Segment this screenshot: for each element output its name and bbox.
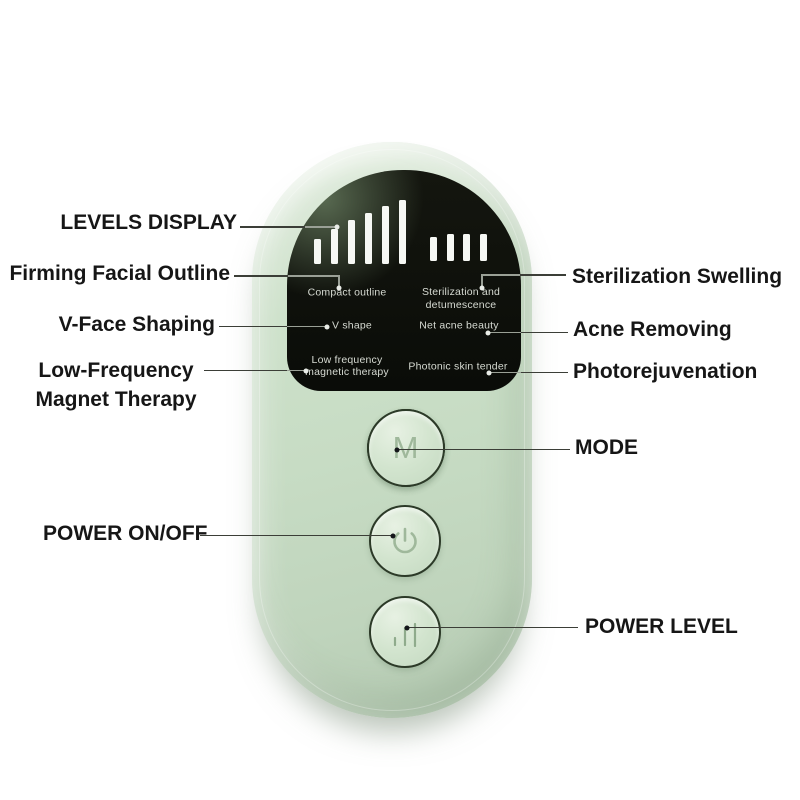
leader-line [305, 226, 337, 228]
leader-line [488, 331, 521, 333]
level-bar [399, 200, 406, 264]
leader-line [240, 226, 305, 228]
level-bar [430, 237, 437, 261]
leader-dot [303, 368, 309, 373]
leader-line [200, 534, 393, 536]
annotation-power-on-off: POWER ON/OFF [43, 522, 208, 545]
level-bar [446, 234, 454, 261]
levels-meter-right [430, 191, 487, 261]
leader-dot [394, 447, 400, 452]
leader-line [287, 369, 306, 371]
leader-line [234, 275, 288, 277]
leader-line [481, 274, 483, 288]
power-level-button[interactable] [369, 596, 441, 668]
level-bar [479, 234, 487, 261]
leader-dot [336, 285, 342, 291]
leader-line [407, 626, 578, 628]
leader-dot [334, 224, 340, 230]
annotation-levels-display: LEVELS DISPLAY [60, 211, 237, 234]
annotation-v-face-shaping: V-Face Shaping [58, 313, 215, 336]
leader-line [397, 448, 570, 450]
leader-dot [404, 625, 410, 630]
power-button[interactable] [369, 505, 441, 577]
leader-line [219, 325, 287, 327]
level-bar [365, 213, 372, 264]
leader-dot [486, 370, 492, 375]
leader-dot [485, 330, 491, 335]
level-bar [348, 220, 355, 264]
screen-feature-net-acne: Net acne beauty [419, 319, 499, 332]
annotation-low-frequency-line2: Magnet Therapy [35, 388, 197, 411]
leader-line [338, 275, 340, 287]
annotation-sterilization-swelling: Sterilization Swelling [572, 265, 783, 288]
levels-meter-left [314, 194, 406, 264]
leader-line [520, 274, 566, 276]
screen-feature-v-shape: V shape [332, 319, 372, 332]
leader-line [287, 325, 327, 327]
level-bar [463, 234, 470, 261]
leader-line [521, 371, 568, 373]
screen-feature-low-frequency: Low frequency magnetic therapy [305, 354, 389, 378]
screen-feature-low-frequency-line2: magnetic therapy [305, 366, 389, 378]
annotation-low-frequency-magnet-therapy: Low-Frequency Magnet Therapy [16, 356, 216, 414]
leader-line [482, 274, 520, 276]
leader-line [288, 275, 339, 277]
leader-dot [390, 533, 396, 538]
leader-line [204, 369, 287, 371]
screen-feature-photonic: Photonic skin tender [408, 360, 508, 373]
leader-line [489, 371, 521, 373]
screen-feature-sterilization-line2: detumescence [425, 299, 497, 311]
mode-button[interactable]: M [367, 409, 445, 487]
annotation-mode: MODE [575, 436, 638, 459]
leader-line [521, 331, 568, 333]
level-bar [331, 229, 338, 264]
annotation-photorejuvenation: Photorejuvenation [573, 360, 758, 383]
power-icon [393, 527, 417, 554]
annotation-firming-facial-outline: Firming Facial Outline [9, 262, 230, 285]
annotation-power-level: POWER LEVEL [585, 615, 738, 638]
screen-feature-compact-outline: Compact outline [307, 286, 387, 299]
level-bar [314, 239, 321, 264]
screen-feature-sterilization: Sterilization and detumescence [422, 286, 500, 312]
level-bar [382, 206, 389, 264]
screen-feature-low-frequency-line1: Low frequency [311, 354, 383, 366]
annotation-low-frequency-line1: Low-Frequency [38, 359, 194, 382]
leader-dot [479, 285, 484, 291]
leader-dot [324, 324, 330, 329]
screen-feature-sterilization-line1: Sterilization and [421, 286, 501, 298]
annotation-acne-removing: Acne Removing [573, 318, 732, 341]
